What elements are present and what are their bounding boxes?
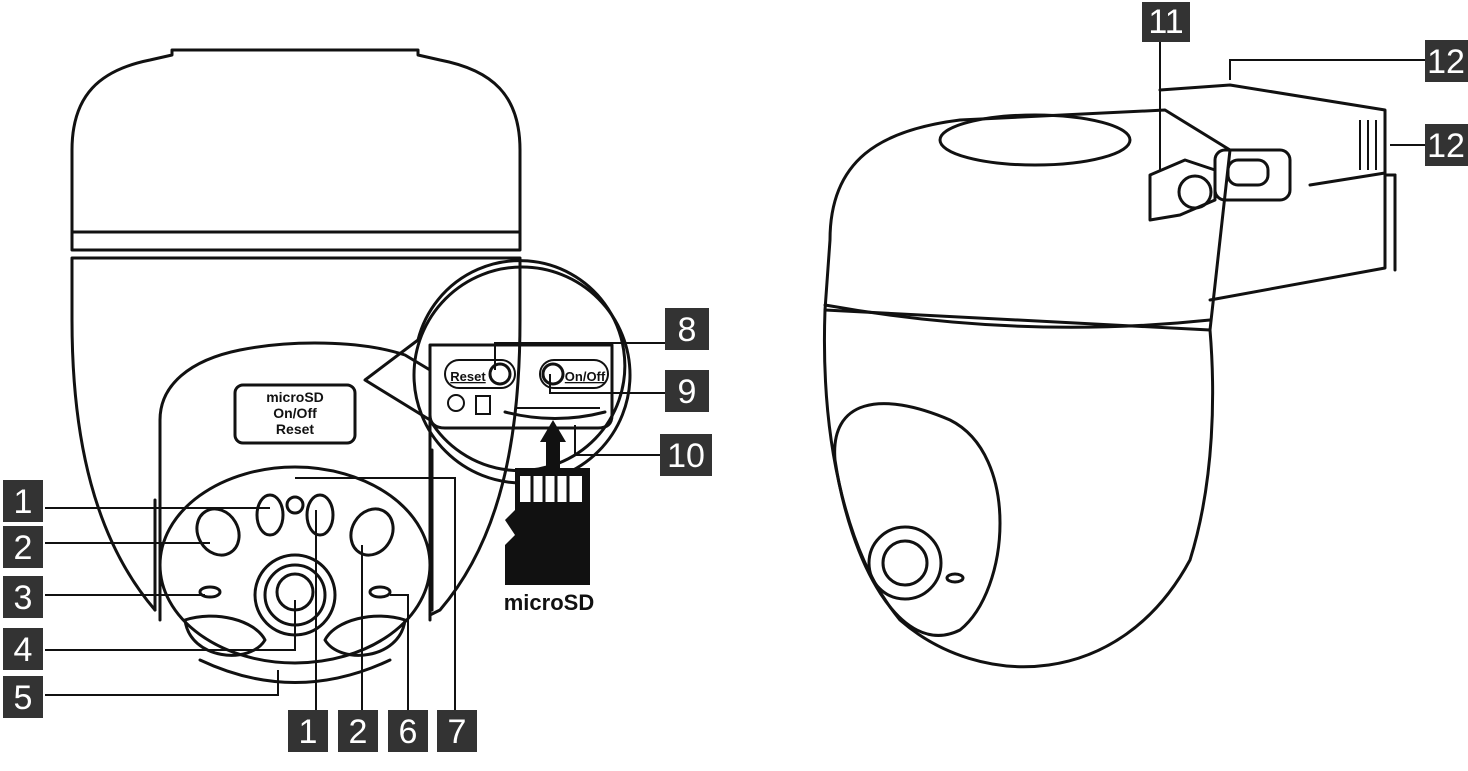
speaker [198, 658, 392, 684]
card-contacts [520, 476, 582, 502]
callout-7: 7 [437, 710, 477, 752]
side-latch [1226, 158, 1270, 187]
plate-text-onoff: On/Off [273, 405, 317, 421]
ir-light-right [305, 493, 335, 537]
svg-text:7: 7 [448, 713, 467, 751]
inset-pointer [363, 259, 627, 473]
microphone [368, 585, 392, 599]
insert-arrow [540, 420, 566, 468]
svg-text:9: 9 [678, 373, 697, 411]
side-seam [823, 303, 1212, 329]
camera-head [158, 341, 432, 622]
callout-4: 4 [3, 628, 43, 670]
status-led [198, 585, 222, 599]
inset-onoff-label: On/Off [565, 369, 606, 384]
side-top-ring [938, 113, 1132, 167]
mount-bracket [1158, 83, 1387, 302]
light-sensor [285, 495, 305, 515]
front-camera: microSD On/Off Reset [70, 48, 522, 684]
svg-text:5: 5 [14, 679, 33, 717]
svg-text:12: 12 [1427, 43, 1465, 81]
callout-1b: 1 [288, 710, 328, 752]
sd-icon [475, 395, 491, 415]
lower-left-reflector [183, 614, 267, 657]
side-top-cap [823, 108, 1232, 332]
side-led [945, 572, 965, 584]
side-screw [1177, 174, 1213, 210]
reset-button [488, 362, 512, 386]
svg-text:10: 10 [667, 437, 705, 475]
spotlight-left [195, 507, 241, 557]
side-lens-face [833, 402, 1002, 637]
svg-text:1: 1 [299, 713, 318, 751]
callout-12a: 12 [1425, 40, 1468, 82]
callout-8: 8 [665, 308, 709, 350]
plate-text-reset: Reset [276, 421, 314, 437]
microsd-card: microSD [504, 468, 594, 615]
lower-right-reflector [323, 614, 407, 657]
side-lens [867, 525, 943, 601]
camera-top-cap [70, 48, 522, 252]
reset-button-housing [444, 359, 516, 389]
svg-text:11: 11 [1148, 3, 1183, 41]
svg-text:8: 8 [678, 311, 697, 349]
callout-5: 5 [3, 676, 43, 718]
callout-3: 3 [3, 576, 43, 618]
side-lens-inner [881, 539, 929, 587]
svg-text:6: 6 [399, 713, 418, 751]
svg-text:4: 4 [14, 631, 33, 669]
inset-panel [428, 343, 614, 430]
callout-12b: 12 [1425, 124, 1468, 166]
lens-face [158, 465, 432, 665]
side-screw-knob [1148, 158, 1217, 222]
callout-2a: 2 [3, 526, 43, 568]
camera-body [70, 256, 522, 617]
leader-lines [45, 40, 1425, 710]
callout-2b: 2 [338, 710, 378, 752]
svg-text:2: 2 [349, 713, 368, 751]
callout-11: 11 [1142, 2, 1190, 42]
card-label: microSD [504, 590, 594, 615]
onoff-button [541, 362, 565, 386]
microsd-slot [503, 410, 607, 420]
arrow-shaft [546, 440, 560, 468]
side-camera [822, 83, 1397, 669]
svg-text:1: 1 [14, 483, 33, 521]
callout-1a: 1 [3, 480, 43, 522]
svg-text:2: 2 [14, 529, 33, 567]
side-body [822, 308, 1215, 669]
svg-text:12: 12 [1427, 127, 1465, 165]
bracket-slot [1308, 171, 1387, 187]
label-plate [233, 383, 357, 445]
spotlight-right [349, 507, 395, 557]
power-icon [447, 394, 465, 412]
callout-6: 6 [388, 710, 428, 752]
plate-text-microsd: microSD [266, 389, 324, 405]
callout-10: 10 [660, 434, 712, 476]
callout-9: 9 [665, 370, 709, 412]
onoff-button-housing [539, 359, 609, 389]
svg-text:3: 3 [14, 579, 33, 617]
inset-bubble: Reset On/Off [363, 259, 632, 485]
ir-light-left [255, 493, 285, 537]
arrow-head [540, 420, 566, 442]
inset-reset-label: Reset [450, 369, 486, 384]
